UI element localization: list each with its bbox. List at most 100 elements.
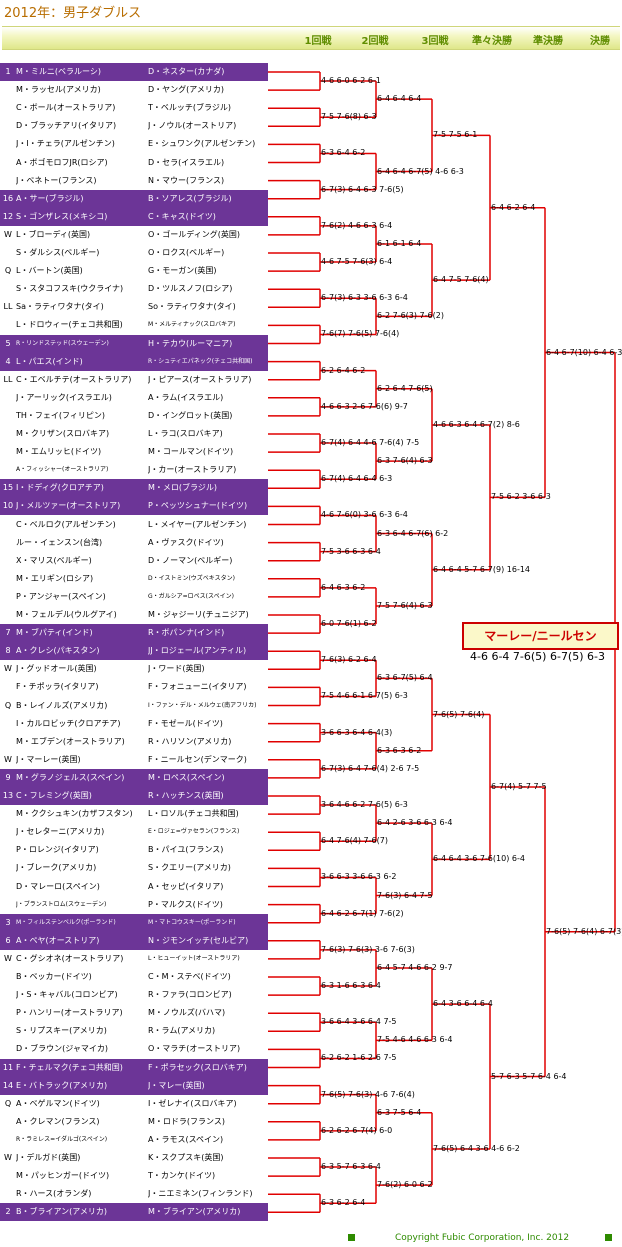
player-a: M・エムリッヒ(ドイツ) xyxy=(16,447,102,457)
match-score: 6-7(3) 6-4 6-3 7-6(5) xyxy=(321,184,404,194)
player-a: ルー・イェンスン(台湾) xyxy=(16,537,103,547)
draw-row: A・クレマン(フランス)M・ロドラ(フランス) xyxy=(0,1113,268,1131)
match-score: 6-2 6-2 1-6 2-6 7-5 xyxy=(321,1053,397,1063)
player-a: C・エベルチテ(オーストラリア) xyxy=(16,374,132,384)
player-b: D・セラ(イスラエル) xyxy=(148,157,225,167)
player-a: J・S・キャバル(コロンビア) xyxy=(16,990,118,1000)
match-score: 6-7(4) 5-7 7-5 xyxy=(491,781,547,791)
draw-row: S・ダルシス(ベルギー)O・ロクス(ベルギー) xyxy=(0,244,268,262)
draw-row: L・ドロウィー(チェコ共和国)M・メルティナック(スロバキア) xyxy=(0,316,268,334)
round-label-r3: 3回戦 xyxy=(421,36,449,47)
draw-row: M・クリザン(スロバキア) L・ラコ(スロバキア) xyxy=(0,425,268,443)
player-b: R・ハリソン(アメリカ) xyxy=(148,736,232,746)
seed-label: 1 xyxy=(5,67,11,76)
player-b: D・ネスター(カナダ) xyxy=(148,67,225,76)
player-a: E・バトラック(アメリカ) xyxy=(16,1080,108,1090)
player-b: J・ニエミネン(フィンランド) xyxy=(148,1189,253,1199)
player-a: B・レイノルズ(アメリカ) xyxy=(16,700,108,710)
player-b: I・ファン・デル・メルウェ(南アフリカ) xyxy=(148,701,257,709)
player-b: T・ベルッチ(ブラジル) xyxy=(148,103,231,113)
player-a: X・マリス(ベルギー) xyxy=(16,555,92,565)
player-a: A・フィッシャー(オーストラリア) xyxy=(16,466,109,474)
draw-row: M・ククシュキン(カザフスタン)L・ロソル(チェコ共和国) xyxy=(0,805,268,823)
player-b: D・イストミン(ウズベキスタン) xyxy=(148,574,235,582)
player-a: B・ベッカー(ドイツ) xyxy=(16,972,92,981)
player-b: J・ノウル(オーストリア) xyxy=(148,121,237,131)
match-score: 4-6 6-0 6-2 6-1 xyxy=(321,76,381,86)
player-a: A・ボゴモロフJR(ロシア) xyxy=(16,157,108,167)
player-b: C・キャス(ドイツ) xyxy=(148,211,216,221)
draw-row: S・スタコフスキ(ウクライナ)D・ツルスノフ(ロシア) xyxy=(0,280,268,298)
player-b: S・クエリー(アメリカ) xyxy=(148,863,231,873)
player-b: P・マルクス(ドイツ) xyxy=(148,899,223,909)
seed-label: 10 xyxy=(2,501,14,511)
seed-label: 14 xyxy=(2,1080,14,1090)
seed-label: 15 xyxy=(2,483,14,493)
seed-label: Q xyxy=(4,700,12,710)
match-score: 7-5 4-6 4-6 6-3 6-4 xyxy=(377,1035,453,1045)
match-score: 6-3 5-7 6-3 6-4 xyxy=(321,1162,381,1172)
player-b: L・ラコ(スロバキア) xyxy=(148,429,223,438)
player-a: M・ミルニ(ベラルーシ) xyxy=(16,67,101,76)
match-score: 6-0 7-6(1) 6-2 xyxy=(321,619,377,629)
match-score: 6-3 6-4 6-7(6) 6-2 xyxy=(377,528,449,538)
player-b: M・メルティナック(スロバキア) xyxy=(148,321,236,329)
player-b: F・ポラセック(スロバキア) xyxy=(148,1062,247,1072)
player-b: N・マウー(フランス) xyxy=(148,175,225,185)
player-a: S・ダルシス(ベルギー) xyxy=(16,248,100,257)
seed-label: 7 xyxy=(5,628,11,638)
player-b: H・テカウ(ルーマニア) xyxy=(148,338,233,348)
player-b: M・ロペス(スペイン) xyxy=(148,772,225,782)
seed-label: 8 xyxy=(5,646,11,656)
seed-label: W xyxy=(4,754,12,764)
match-score: 7-6(5) 7-6(4) xyxy=(433,709,485,719)
player-b: M・マトコウスキー(ポーランド) xyxy=(148,918,236,926)
draw-row: M・フェルデル(ウルグアイ)M・ジャジーリ(チュニジア) xyxy=(0,606,268,624)
draw-row: J・アーリック(イスラエル)A・ラム(イスラエル) xyxy=(0,389,268,407)
match-score: 7-6(5) 6-4 3-6 4-6 6-2 xyxy=(433,1143,520,1153)
match-score: 6-3 7-6(4) 6-3 xyxy=(377,456,433,466)
draw-row: TH・フェイ(フィリピン)D・イングロット(英国) xyxy=(0,407,268,425)
player-b: R・シュティエパネック(チェコ共和国) xyxy=(148,357,253,365)
match-score: 7-5 3-6 6-3 6-4 xyxy=(321,546,381,556)
player-a: D・ブラッチアリ(イタリア) xyxy=(16,121,117,131)
draw-row: M・エムリッヒ(ドイツ)M・コールマン(ドイツ) xyxy=(0,443,268,461)
player-b: L・ヒューイット(オーストラリア) xyxy=(148,954,240,962)
draw-row: ルー・イェンスン(台湾)A・ヴァスク(ドイツ) xyxy=(0,534,268,552)
player-a: M・クリザン(スロバキア) xyxy=(16,429,110,438)
match-score: 6-4 6-4 3-6 7-6(10) 6-4 xyxy=(433,854,525,864)
match-score: 7-5 7-6(8) 6-3 xyxy=(321,112,377,122)
match-score: 6-3 6-7(5) 6-4 xyxy=(377,673,433,683)
match-score: 7-5 7-5 6-1 xyxy=(433,130,478,140)
player-b: J・マレー(英国) xyxy=(148,1080,205,1090)
draw-row: I・カルロビッチ(クロアチア)F・モゼール(ドイツ) xyxy=(0,715,268,733)
player-b: M・ロドラ(フランス) xyxy=(148,1116,225,1126)
draw-row: Q B・レイノルズ(アメリカ) I・ファン・デル・メルウェ(南アフリカ) xyxy=(0,697,268,715)
player-a: P・ロレンジ(イタリア) xyxy=(16,845,99,855)
match-score: 7-5 4-6 6-1 6-7(5) 6-3 xyxy=(321,691,408,701)
draw-row: D・マレーロ(スペイン)A・セッピ(イタリア) xyxy=(0,878,268,896)
player-b: D・イングロット(英国) xyxy=(148,410,233,420)
player-b: R・ハッチンス(英国) xyxy=(148,791,224,800)
seed-label: 3 xyxy=(5,917,11,927)
player-a: F・チェルマク(チェコ共和国) xyxy=(16,1062,123,1072)
match-score: 6-2 7-6(3) 7-6(2) xyxy=(377,311,444,321)
match-score: 6-4 3-6 6-4 6-4 xyxy=(433,999,493,1009)
draw-row: J・セレターニ(アメリカ)E・ロジェ=ヴァセラン(フランス) xyxy=(0,823,268,841)
player-b: L・ロソル(チェコ共和国) xyxy=(148,809,239,819)
seed-label: W xyxy=(4,229,12,239)
match-score: 6-4 7-6(4) 7-6(7) xyxy=(321,836,388,846)
match-score: 6-2 6-4 6-2 xyxy=(321,365,366,375)
footer-square-left xyxy=(348,1234,355,1241)
player-a: M・パッヒンガー(ドイツ) xyxy=(16,1171,110,1181)
